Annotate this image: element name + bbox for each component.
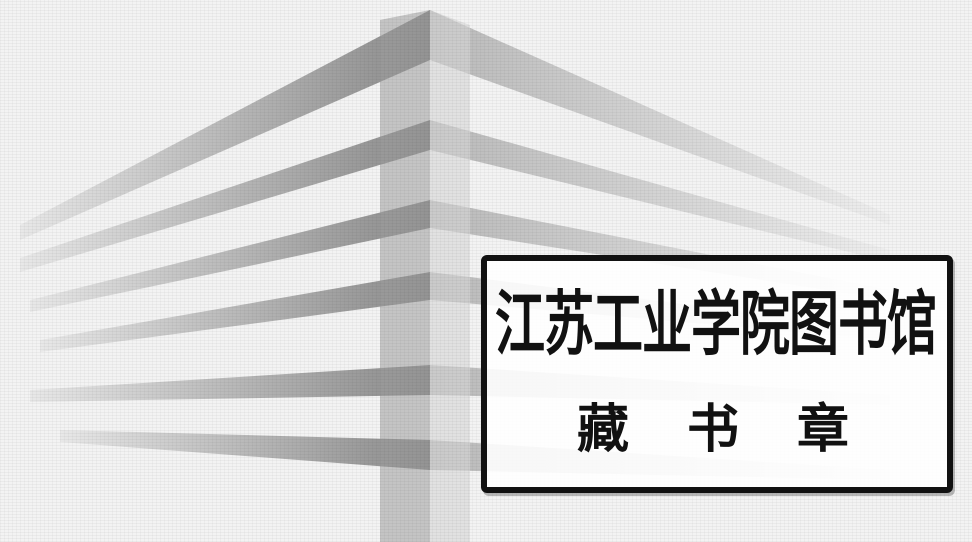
stamp-collection-label: 藏书章 <box>576 399 907 460</box>
library-stamp: 江苏工业学院图书馆 藏书章 <box>481 255 953 493</box>
stamp-library-name: 江苏工业学院图书馆 <box>495 282 937 365</box>
building-core <box>380 10 470 542</box>
roof-slab <box>20 10 890 240</box>
floor-slab-1 <box>20 120 890 272</box>
